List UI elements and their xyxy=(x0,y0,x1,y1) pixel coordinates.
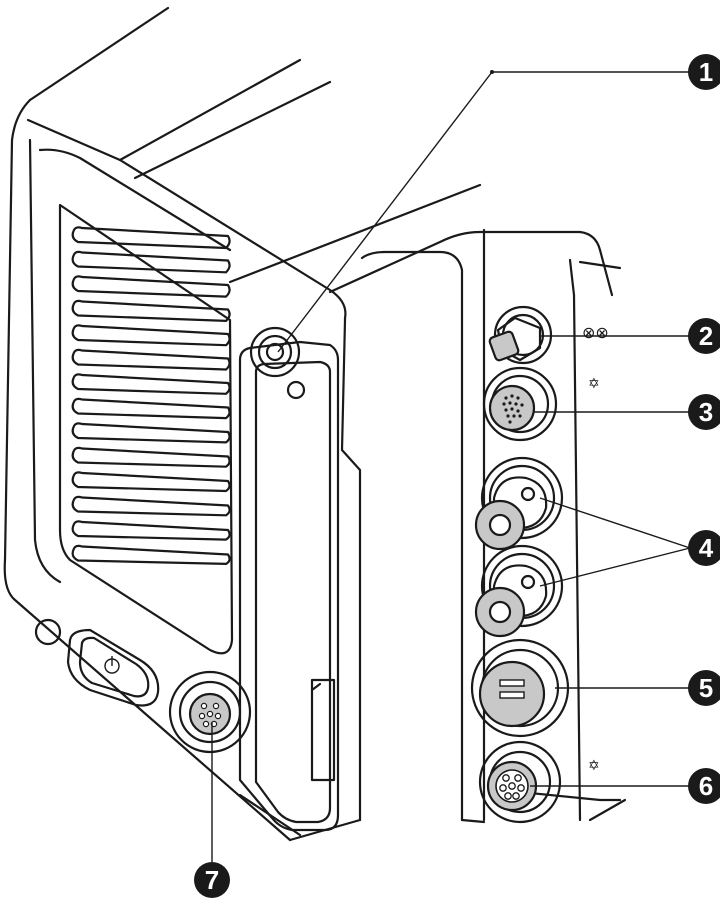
callout-6: 6 xyxy=(688,768,720,804)
connector-2-bnc: ⊗⊗ xyxy=(488,305,609,365)
connector-pin xyxy=(518,414,522,418)
gear-mark-icon: ✡ xyxy=(588,758,600,774)
callout-5: 5 xyxy=(688,670,720,706)
connector-pin xyxy=(214,712,222,720)
vent-slot xyxy=(71,299,231,322)
connector-pin xyxy=(510,407,514,411)
connector-pin xyxy=(520,403,524,407)
vent-slot xyxy=(71,544,231,565)
connector-pin xyxy=(504,792,512,800)
connector-pin xyxy=(516,396,520,400)
vent-slot xyxy=(71,422,231,444)
connector-6-multipin: ✡ xyxy=(478,740,600,824)
power-button xyxy=(34,618,160,707)
connector-pin xyxy=(502,774,510,782)
vent-slot xyxy=(71,471,231,493)
connector-pin xyxy=(508,420,512,424)
connector-4-bnc-upper xyxy=(474,456,564,551)
connector-pin xyxy=(510,394,514,398)
connector-pin xyxy=(206,710,214,718)
svg-text:3: 3 xyxy=(699,397,713,427)
vent-slot xyxy=(71,226,231,250)
callout-4: 4 xyxy=(688,530,720,566)
callout-1: 1 xyxy=(688,54,720,90)
connector-pin xyxy=(512,414,516,418)
callout-2: 2 xyxy=(688,318,720,354)
svg-text:2: 2 xyxy=(699,321,713,351)
connector-pin xyxy=(514,774,522,782)
svg-text:7: 7 xyxy=(205,865,219,895)
callout-7: 7 xyxy=(194,862,230,898)
gear-mark-icon: ✡ xyxy=(588,376,600,392)
connector-4-bnc-lower xyxy=(474,544,564,638)
connector-pin xyxy=(512,792,520,800)
connector-pin xyxy=(504,408,508,412)
connector-pin xyxy=(516,409,520,413)
connector-pin xyxy=(508,782,516,790)
svg-text:4: 4 xyxy=(699,533,714,563)
connector-pin xyxy=(502,402,506,406)
vent-slot xyxy=(71,397,231,420)
vent-slot xyxy=(71,373,231,395)
vent-slot xyxy=(71,446,231,468)
vent-slot xyxy=(71,324,231,347)
connector-3-multipin: ✡ xyxy=(482,366,600,442)
connector-pin xyxy=(514,402,518,406)
connector-pin xyxy=(198,712,206,720)
connector-pin xyxy=(499,784,507,792)
connector-pin xyxy=(517,784,525,792)
loop-icon: ⊗⊗ xyxy=(582,323,609,342)
connector-1-lemo xyxy=(249,326,301,378)
callout-3: 3 xyxy=(688,394,720,430)
connector-pin xyxy=(506,414,510,418)
vent-slot xyxy=(71,348,231,371)
svg-text:6: 6 xyxy=(699,771,713,801)
svg-text:1: 1 xyxy=(699,57,713,87)
connector-pin xyxy=(212,702,220,710)
connector-5-power xyxy=(470,638,570,738)
vent-slot xyxy=(71,275,231,298)
connector-pin xyxy=(504,396,508,400)
ventilation-grille xyxy=(71,226,231,565)
vent-slot xyxy=(71,520,231,541)
camera-body-outline xyxy=(3,6,627,842)
connector-pin xyxy=(508,401,512,405)
connector-pin xyxy=(200,702,208,710)
connector-pin xyxy=(202,720,210,728)
vent-slot xyxy=(71,250,231,274)
vent-slot xyxy=(71,495,231,517)
connector-7-multipin xyxy=(168,670,252,754)
svg-text:5: 5 xyxy=(699,673,713,703)
leader-lines xyxy=(211,70,691,862)
